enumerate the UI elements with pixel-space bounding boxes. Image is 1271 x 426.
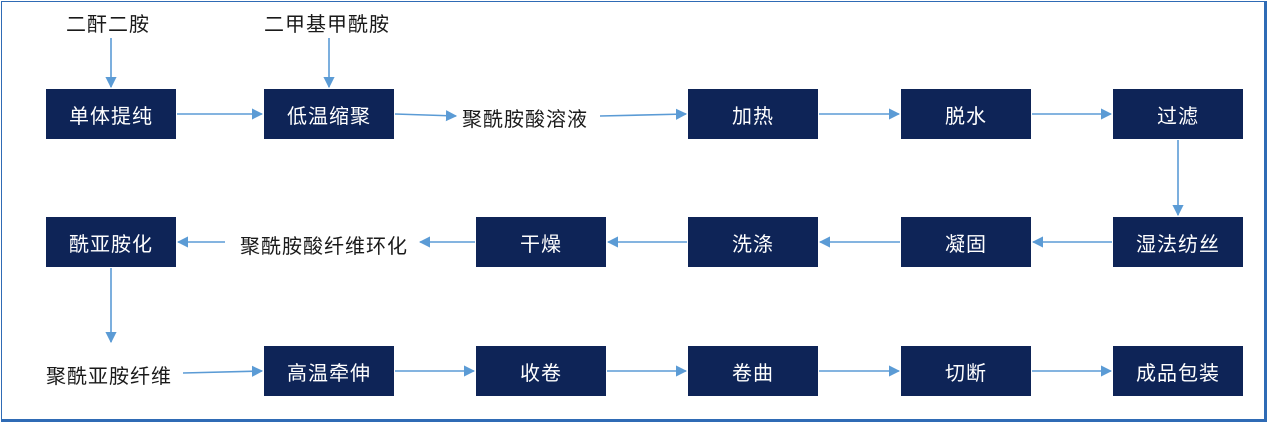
step-crimping: 卷曲 [688, 346, 818, 396]
arrow-solution-to-heating [599, 108, 688, 120]
step-winding: 收卷 [476, 346, 606, 396]
intermediate-pamic-acid-fiber-cyclization: 聚酰胺酸纤维环化 [240, 234, 408, 258]
step-high-temp-drawing: 高温牵伸 [264, 346, 394, 396]
input-label-dmf: 二甲基甲酰胺 [264, 12, 390, 36]
step-wet-spinning: 湿法纺丝 [1113, 217, 1243, 267]
step-cutting: 切断 [901, 346, 1031, 396]
step-heating: 加热 [688, 89, 818, 139]
intermediate-pamic-acid-solution: 聚酰胺酸溶液 [462, 107, 588, 131]
step-dehydration: 脱水 [901, 89, 1031, 139]
step-monomer-purification: 单体提纯 [46, 89, 176, 139]
step-low-temp-polycondensation: 低温缩聚 [264, 89, 394, 139]
step-imidization: 酰亚胺化 [46, 217, 176, 267]
step-filtration: 过滤 [1113, 89, 1243, 139]
step-washing: 洗涤 [688, 217, 818, 267]
step-packaging: 成品包装 [1113, 346, 1243, 396]
arrow-polycondensation-to-solution [394, 110, 458, 122]
input-label-dianhydride-diamine: 二酐二胺 [66, 12, 150, 36]
step-drying: 干燥 [476, 217, 606, 267]
step-solidification: 凝固 [901, 217, 1031, 267]
arrow-polyimide-fiber-to-drawing [182, 365, 264, 377]
intermediate-polyimide-fiber: 聚酰亚胺纤维 [46, 364, 172, 388]
